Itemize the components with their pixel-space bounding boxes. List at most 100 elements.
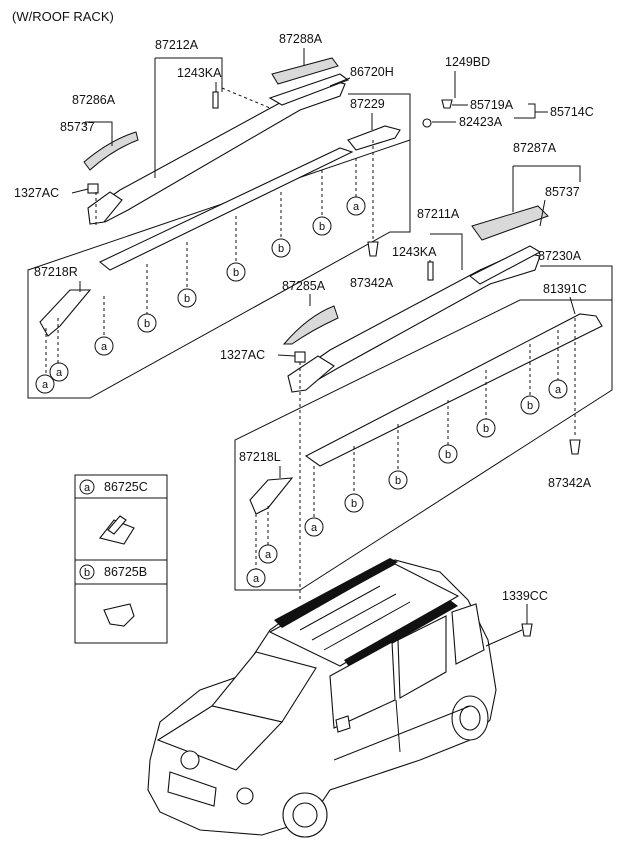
screw-1243KA-lower: [427, 261, 434, 281]
svg-text:b: b: [445, 449, 451, 461]
car-rear-quarter-window: [451, 603, 485, 665]
label-87230A: 87230A: [538, 249, 582, 263]
legend-a-code: 86725C: [104, 480, 148, 494]
car-headlight: [180, 750, 200, 770]
svg-text:b: b: [84, 567, 90, 579]
leader: [513, 165, 581, 182]
car-front-door-window: [329, 641, 396, 729]
label-87287A: 87287A: [513, 141, 557, 155]
svg-text:a: a: [265, 549, 272, 561]
nut-1327AC-upper: [87, 183, 99, 194]
lh-cover-85737: [471, 205, 549, 241]
svg-text:b: b: [483, 423, 489, 435]
car-side-mirror: [335, 715, 351, 733]
svg-text:a: a: [42, 379, 49, 391]
svg-text:b: b: [184, 293, 190, 305]
leader: [277, 354, 296, 357]
callout-b: b: [520, 395, 540, 415]
leader: [329, 77, 351, 87]
leader: [348, 93, 411, 232]
car-grille: [167, 771, 217, 807]
svg-text:a: a: [253, 573, 260, 585]
label-87342A-lower: 87342A: [548, 476, 592, 490]
lh-moulding-strip: [304, 313, 603, 467]
rh-end-piece: [39, 289, 92, 337]
car-hood: [156, 705, 284, 771]
rh-moulding-strip: [98, 147, 354, 271]
label-1339CC: 1339CC: [502, 589, 548, 603]
label-87229: 87229: [350, 97, 385, 111]
callout-b: b: [226, 262, 246, 282]
label-85719A: 85719A: [470, 98, 514, 112]
car-body-line: [333, 705, 471, 761]
callout-a: a: [35, 374, 55, 394]
lh-rail-rear-mount: [468, 245, 542, 285]
label-1327AC-lower: 1327AC: [220, 348, 265, 362]
svg-text:a: a: [84, 482, 91, 494]
leader: [540, 265, 613, 300]
label-85714C: 85714C: [550, 105, 594, 119]
leader: [528, 103, 548, 113]
label-1243KA-upper: 1243KA: [177, 66, 222, 80]
callout-a: a: [346, 196, 366, 216]
callout-b: b: [388, 470, 408, 490]
bolt-1339CC: [521, 623, 533, 637]
dash: [221, 87, 271, 109]
car-foglight: [236, 787, 254, 805]
label-87218L: 87218L: [239, 450, 281, 464]
car-roof-rail-right: [344, 600, 458, 668]
label-87211A: 87211A: [417, 207, 460, 221]
svg-text:a: a: [101, 341, 108, 353]
clip-87342A-upper: [367, 241, 379, 257]
callout-b: b: [177, 288, 197, 308]
nut-1327AC-lower: [294, 351, 306, 363]
lh-end-piece: [249, 477, 294, 515]
callout-a: a: [94, 336, 114, 356]
leader: [514, 112, 536, 119]
label-81391C: 81391C: [543, 282, 587, 296]
label-87285A: 87285A: [282, 279, 326, 293]
bolt-1249BD: [441, 99, 453, 109]
clip-87342A-lower: [569, 439, 581, 455]
washer-82423A: [422, 118, 432, 128]
callout-a: a: [548, 379, 568, 399]
label-87218R: 87218R: [34, 265, 78, 279]
callout-a: a: [49, 362, 69, 382]
svg-text:b: b: [395, 475, 401, 487]
label-1243KA-lower: 1243KA: [392, 245, 437, 259]
svg-text:b: b: [527, 400, 533, 412]
rh-cover-87229: [347, 125, 401, 151]
svg-text:b: b: [278, 243, 284, 255]
leader: [539, 199, 546, 227]
car-illustration: [147, 558, 497, 838]
screw-1243KA-upper: [212, 91, 219, 109]
label-87288A: 87288A: [279, 32, 323, 46]
label-87342A-upper: 87342A: [350, 276, 394, 290]
callout-b: b: [438, 444, 458, 464]
svg-text:a: a: [353, 201, 360, 213]
leader: [430, 233, 463, 270]
car-rear-door-window: [397, 615, 447, 699]
callout-b: b: [476, 418, 496, 438]
callout-a: a: [246, 568, 266, 588]
label-87286A: 87286A: [72, 93, 116, 107]
callout-b: b: [271, 238, 291, 258]
rh-cover-85737: [83, 131, 139, 171]
svg-text:b: b: [144, 318, 150, 330]
leader: [85, 121, 113, 146]
clip-86725C-icon: [99, 519, 135, 545]
leader: [155, 57, 223, 92]
leader: [569, 296, 576, 315]
lh-cover-87285A: [282, 305, 339, 345]
rh-rail-end-cap: [268, 73, 350, 106]
svg-text:a: a: [56, 367, 63, 379]
label-87212A: 87212A: [155, 38, 199, 52]
callout-a: a: [304, 517, 324, 537]
svg-text:a: a: [555, 384, 562, 396]
svg-text:b: b: [233, 267, 239, 279]
legend-b-code: 86725B: [104, 565, 147, 579]
car-roof-rail-left: [274, 558, 398, 628]
leader: [71, 188, 89, 194]
